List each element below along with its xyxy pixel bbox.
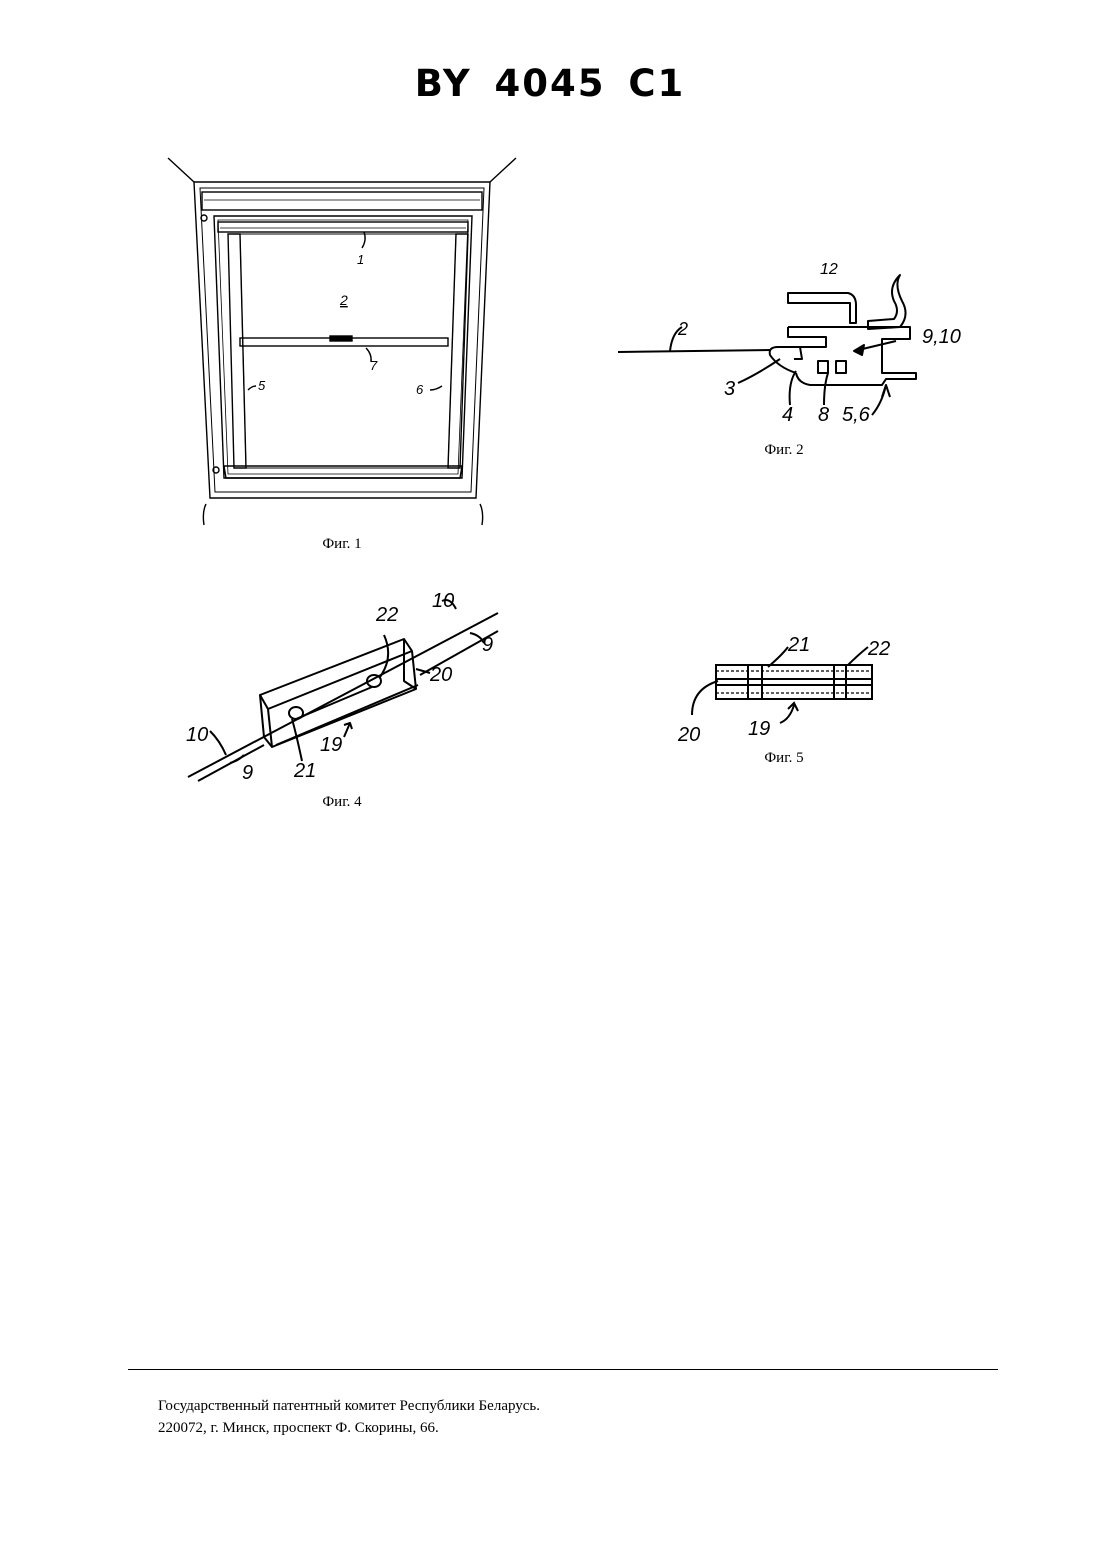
fig4-ref-10-top: 10	[432, 590, 454, 612]
fig5-ref-22: 22	[867, 638, 890, 660]
figure-1-window-blind: 1 2 7 5 6	[160, 150, 530, 530]
figure-1-caption: Фиг. 1	[282, 536, 402, 553]
figure-5-caption: Фиг. 5	[724, 750, 844, 767]
fig4-ref-19: 19	[320, 734, 342, 756]
figure-1-drawing: 1 2 7 5 6	[160, 150, 530, 530]
fig2-ref-4: 4	[782, 404, 793, 426]
fig1-ref-5: 5	[258, 378, 266, 393]
figure-5-drawing: 21 22 20 19	[672, 625, 912, 755]
fig1-ref-2: 2	[339, 292, 348, 308]
fig2-ref-3: 3	[724, 378, 735, 400]
fig4-ref-9-top: 9	[482, 634, 493, 656]
fig5-ref-20: 20	[677, 724, 700, 746]
figure-5-connector-section: 21 22 20 19	[672, 625, 912, 755]
footer-divider	[128, 1369, 998, 1370]
fig2-ref-5-6: 5,6	[842, 404, 871, 426]
figure-4-drawing: 22 10 9 20 10 9 21 19	[180, 585, 510, 795]
fig2-ref-2: 2	[677, 319, 688, 339]
fig5-ref-19: 19	[748, 718, 770, 740]
fig2-ref-8: 8	[818, 404, 829, 426]
fig2-ref-12: 12	[820, 261, 838, 278]
figure-2-drawing: 12 2 9,10 3 4 8 5,6	[610, 255, 970, 445]
figure-2-profile-section: 12 2 9,10 3 4 8 5,6	[610, 255, 970, 445]
figure-4-connector: 22 10 9 20 10 9 21 19	[180, 585, 510, 795]
fig5-ref-21: 21	[787, 634, 810, 656]
footer-organization: Государственный патентный комитет Респуб…	[158, 1395, 540, 1417]
fig2-ref-9-10: 9,10	[922, 326, 961, 348]
fig4-ref-22: 22	[375, 604, 398, 626]
fig4-ref-21: 21	[293, 760, 316, 782]
fig1-ref-1: 1	[357, 252, 364, 267]
figure-2-caption: Фиг. 2	[724, 442, 844, 459]
footer-address: Государственный патентный комитет Респуб…	[158, 1395, 540, 1439]
fig4-ref-9-bottom: 9	[242, 762, 253, 784]
fig1-ref-6: 6	[416, 382, 424, 397]
footer-postal-address: 220072, г. Минск, проспект Ф. Скорины, 6…	[158, 1417, 540, 1439]
fig4-ref-20: 20	[429, 664, 452, 686]
fig4-ref-10-bottom: 10	[186, 724, 208, 746]
figure-4-caption: Фиг. 4	[282, 794, 402, 811]
fig1-ref-7: 7	[370, 358, 378, 373]
document-title: BY 4045 C1	[0, 62, 1100, 105]
